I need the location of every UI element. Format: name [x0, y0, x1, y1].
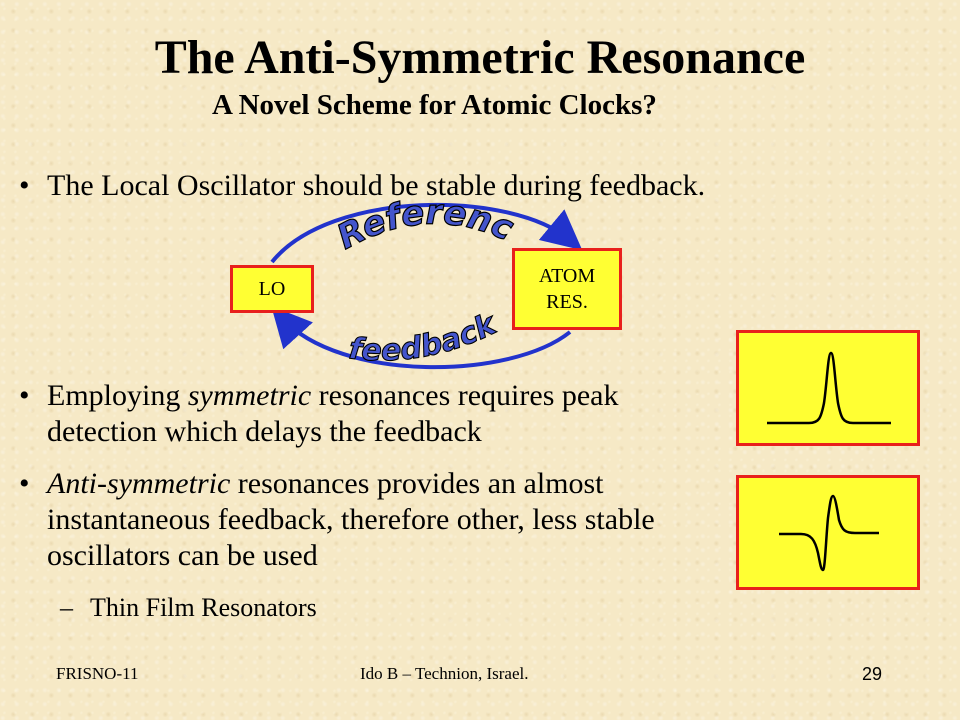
feedback-label: feedback — [347, 306, 503, 369]
emphasis-anti-symmetric: Anti-symmetric — [47, 467, 231, 500]
symmetric-peak-curve-icon — [767, 351, 891, 425]
bullet-marker: • — [19, 467, 30, 500]
slide-subtitle: A Novel Scheme for Atomic Clocks? — [212, 89, 657, 121]
emphasis-symmetric: symmetric — [187, 379, 312, 412]
bullet-symmetric: •Employing symmetric resonances requires… — [19, 379, 619, 448]
slide-title: The Anti-Symmetric Resonance — [154, 31, 806, 84]
lo-label: LO — [258, 278, 286, 300]
bullet-anti-symmetric: •Anti-symmetric resonances provides an a… — [19, 467, 655, 572]
bullet-text: The Local Oscillator should be stable du… — [47, 169, 706, 202]
bullet-marker: • — [19, 379, 30, 412]
lo-box: LO — [230, 265, 314, 313]
bullet-local-oscillator: • The Local Oscillator should be stable … — [19, 168, 706, 204]
page-number: 29 — [862, 664, 883, 684]
atom-resonance-box: ATOM RES. — [512, 248, 622, 330]
footer-event: FRISNO-11 — [56, 664, 139, 683]
sub-bullet-marker: – — [60, 593, 73, 622]
atom-label: ATOM RES. — [538, 265, 596, 313]
antisymmetric-resonance-plot — [736, 475, 920, 590]
antisymmetric-dispersion-curve-icon — [779, 494, 879, 572]
sub-bullet-text: Thin Film Resonators — [90, 593, 317, 622]
sub-bullet-thin-film: – Thin Film Resonators — [60, 592, 317, 624]
footer-author: Ido B – Technion, Israel. — [360, 664, 529, 683]
symmetric-resonance-plot — [736, 330, 920, 446]
bullet-marker: • — [19, 169, 30, 202]
